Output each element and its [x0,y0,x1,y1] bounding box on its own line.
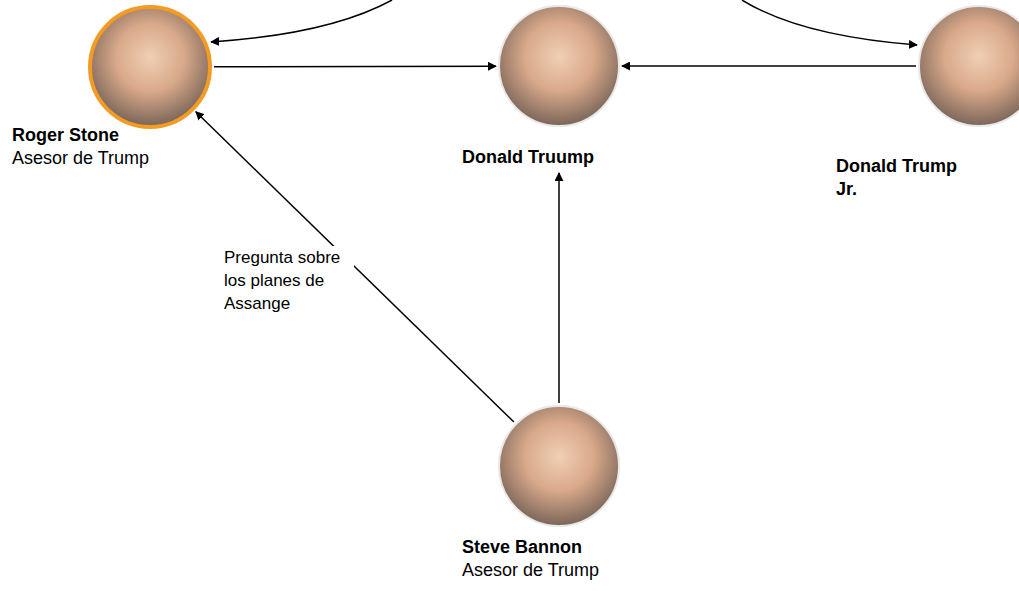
name-block: Roger StoneAsesor de Trump [12,124,212,171]
arrow-connector [622,65,916,67]
person-node: Donald Truump [462,5,662,170]
person-name: Steve Bannon [462,536,662,559]
person-name: Donald Truump [462,146,662,169]
name-block: Donald Truump [462,146,662,169]
curve-arrow [742,0,917,45]
person-name: Donald Trump Jr. [836,155,974,202]
portrait-circle [88,5,212,129]
person-name: Roger Stone [12,124,212,147]
person-node: Roger StoneAsesor de Trump [12,5,212,171]
edge-label: Pregunta sobre los planes de Assange [222,246,354,317]
name-block: Steve BannonAsesor de Trump [462,536,662,583]
person-node: Donald Trump Jr. [836,5,1019,202]
curve-arrow [211,0,392,42]
person-role: Asesor de Trump [462,559,662,582]
person-node: Steve BannonAsesor de Trump [462,405,662,583]
arrow-connector [214,65,496,67]
portrait-circle [498,5,620,127]
arrow-connector [558,173,560,403]
name-block: Donald Trump Jr. [836,155,974,202]
portrait-circle [498,405,620,527]
portrait-circle [918,5,1019,127]
person-role: Asesor de Trump [12,147,212,170]
